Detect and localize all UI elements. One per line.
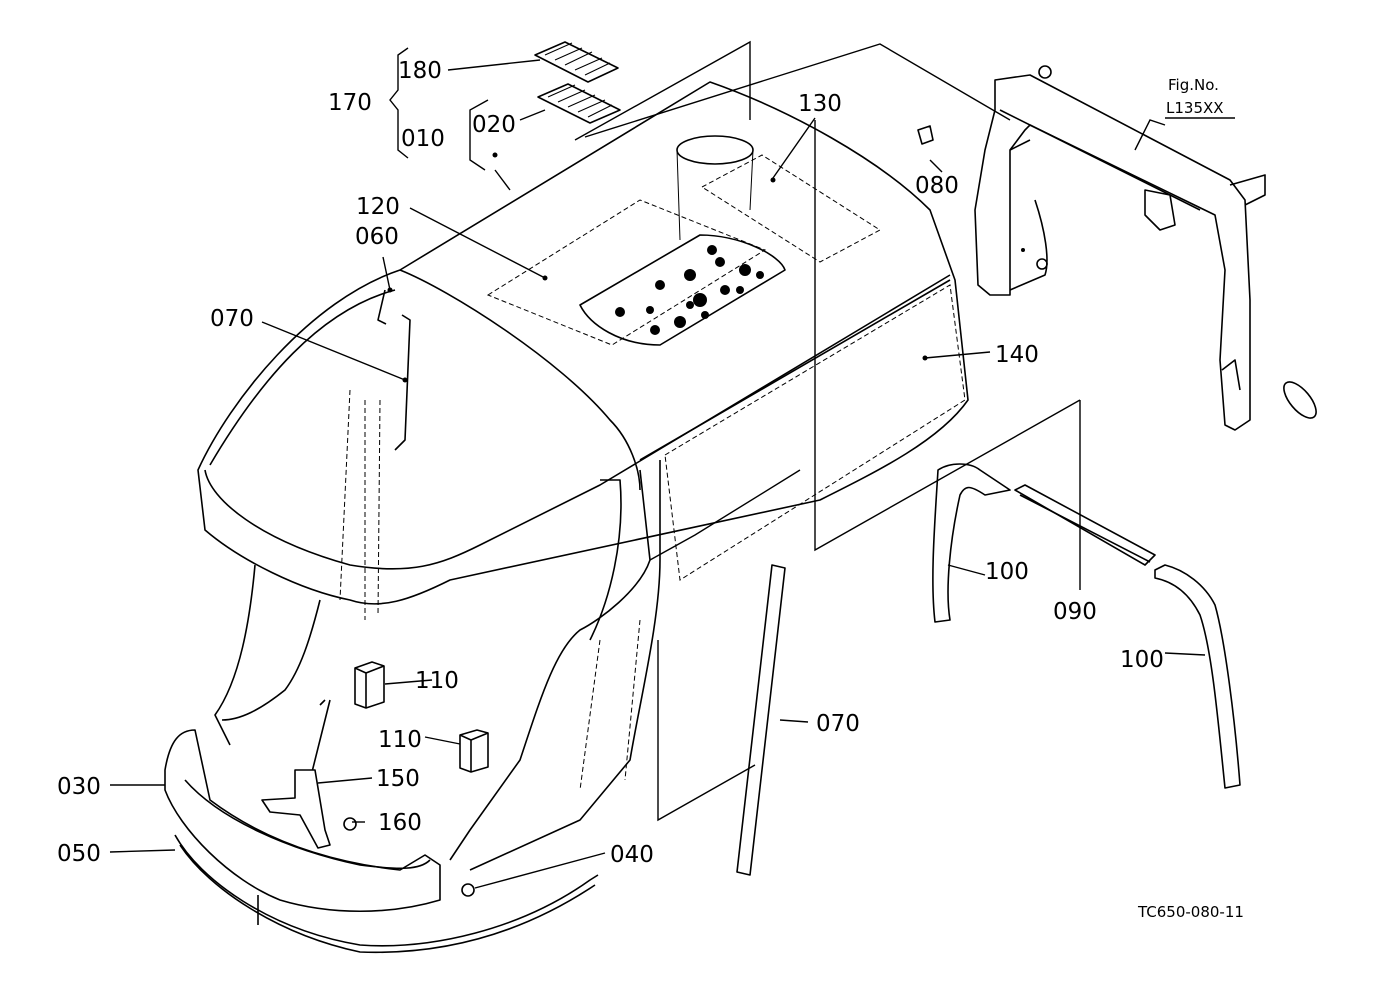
label-140: 140 bbox=[995, 342, 1039, 368]
seal-100-left bbox=[932, 463, 1011, 623]
label-070-right: 070 bbox=[816, 711, 860, 737]
bracket-150 bbox=[261, 769, 331, 849]
label-160: 160 bbox=[378, 810, 422, 836]
drawing-code: TC650-080-11 bbox=[1137, 903, 1244, 921]
seal-070 bbox=[736, 564, 786, 876]
leader-dots bbox=[387, 152, 1025, 383]
label-100-right: 100 bbox=[1120, 647, 1164, 673]
label-010: 010 bbox=[401, 126, 445, 152]
label-150: 150 bbox=[376, 766, 420, 792]
lower-cowl bbox=[164, 699, 599, 954]
rear-frame bbox=[974, 65, 1317, 431]
spacer-blocks bbox=[354, 661, 489, 773]
label-060: 060 bbox=[355, 224, 399, 250]
label-120: 120 bbox=[356, 194, 400, 220]
figure-ref-line1: Fig.No. bbox=[1168, 76, 1219, 94]
roof-window-texture bbox=[615, 245, 764, 335]
label-030: 030 bbox=[57, 774, 101, 800]
label-090: 090 bbox=[1053, 599, 1097, 625]
seal-090 bbox=[1014, 484, 1156, 566]
figure-ref-line2: L135XX bbox=[1166, 99, 1224, 117]
label-050: 050 bbox=[57, 841, 101, 867]
screw-080 bbox=[917, 125, 934, 145]
label-130: 130 bbox=[798, 91, 842, 117]
label-080: 080 bbox=[915, 173, 959, 199]
cabin-front-frame bbox=[214, 289, 661, 871]
label-100-left: 100 bbox=[985, 559, 1029, 585]
decal-180 bbox=[534, 41, 619, 83]
label-170: 170 bbox=[328, 90, 372, 116]
leader-lines bbox=[109, 40, 1235, 889]
cabin-roof bbox=[197, 81, 969, 605]
label-040: 040 bbox=[610, 842, 654, 868]
label-180: 180 bbox=[398, 58, 442, 84]
part-labels: 180 170 020 010 130 080 120 060 070 140 … bbox=[57, 58, 1244, 921]
label-110-lower: 110 bbox=[378, 727, 422, 753]
label-070-left: 070 bbox=[210, 306, 254, 332]
label-110-upper: 110 bbox=[415, 668, 459, 694]
nut-160 bbox=[343, 817, 357, 831]
seal-100-right bbox=[1154, 564, 1241, 789]
nut-040 bbox=[461, 883, 475, 897]
decal-020 bbox=[537, 83, 621, 124]
label-020: 020 bbox=[472, 112, 516, 138]
